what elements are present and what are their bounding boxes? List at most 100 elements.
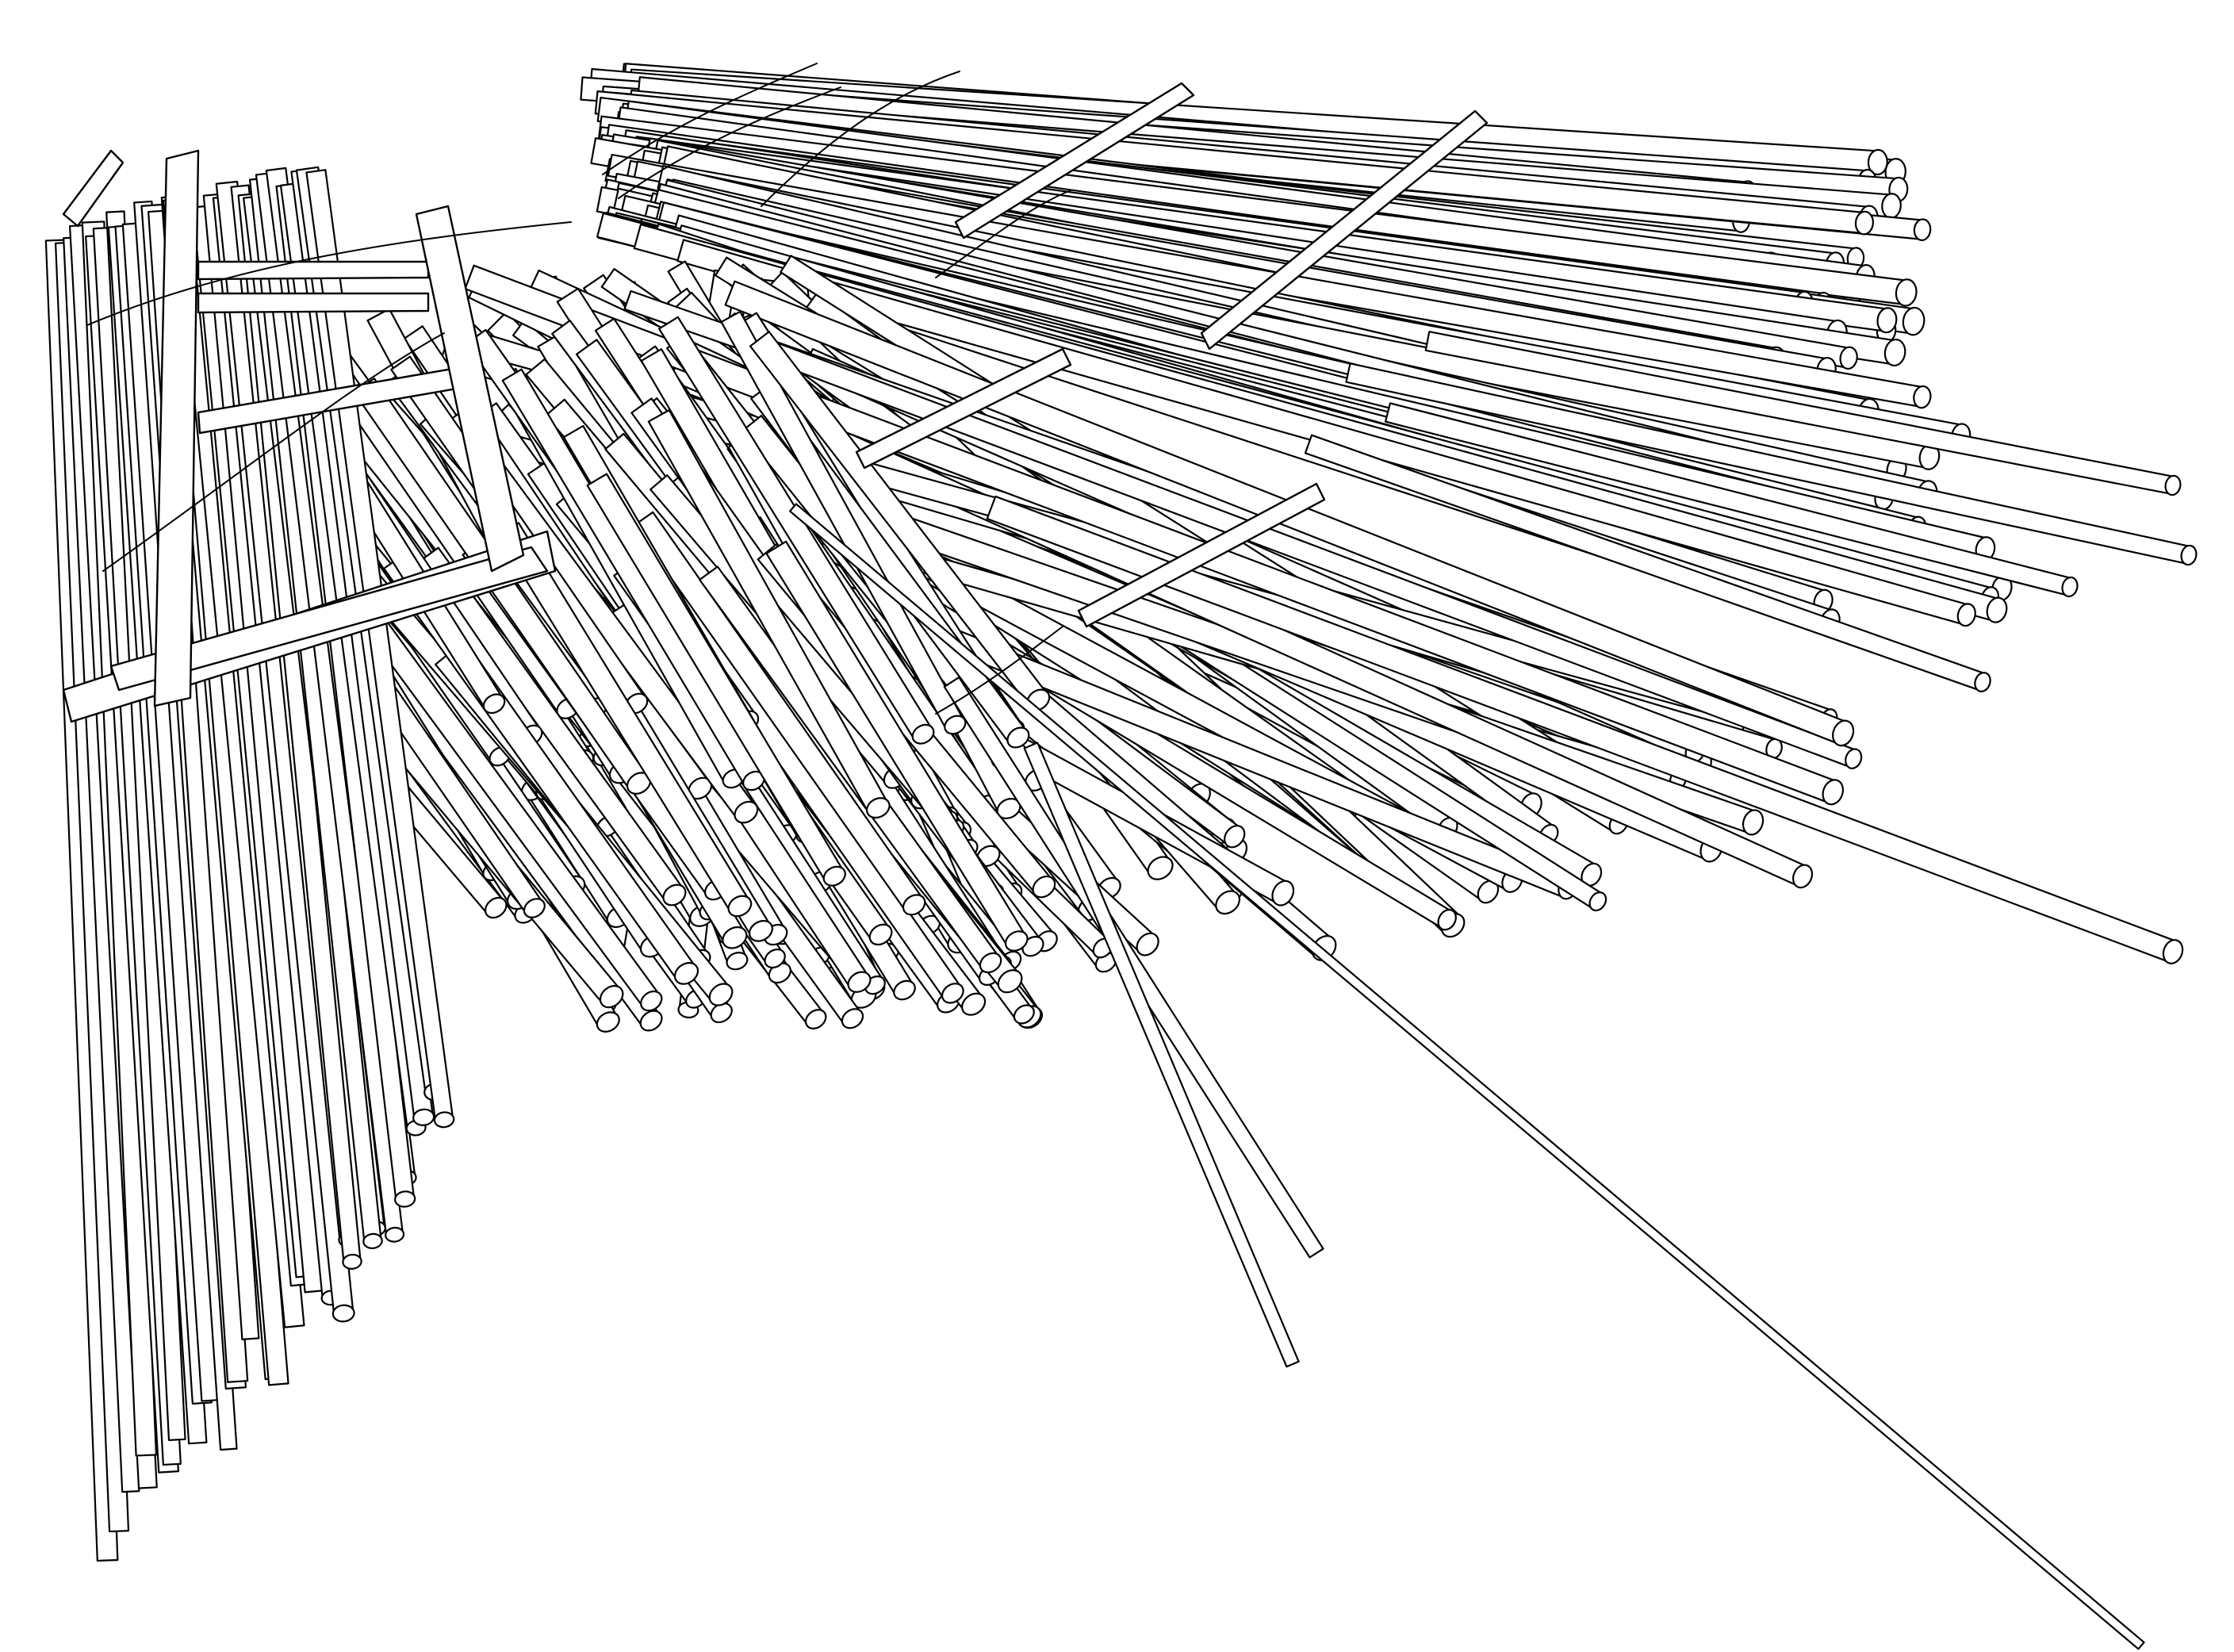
- rear-pole-cap: [1883, 338, 1907, 366]
- middle-end-pole-cap: [659, 880, 689, 909]
- middle-end-pole: [766, 542, 1031, 955]
- middle-end-pole-cap: [976, 949, 1005, 976]
- middle-end-pole: [634, 512, 929, 919]
- middle-pole-cap: [1790, 862, 1816, 891]
- middle-end-pole-cap: [637, 987, 665, 1014]
- middle-end-pole: [750, 332, 1053, 715]
- broken-pole: [945, 677, 1324, 1257]
- wire-tie: [103, 333, 444, 571]
- middle-end-pole-cap: [820, 863, 849, 889]
- front-frame-post: [63, 151, 123, 226]
- rear-bundle-band: [1201, 111, 1487, 349]
- middle-end-pole: [588, 474, 849, 890]
- middle-pole-cap: [1220, 822, 1248, 851]
- middle-end-pole-cap: [637, 1007, 665, 1035]
- front-pole-cap: [343, 1254, 362, 1270]
- rear-straggler-pole-cap: [2179, 544, 2198, 566]
- middle-end-pole-cap: [719, 923, 751, 952]
- front-frame-slat: [111, 547, 547, 690]
- rear-pole-cap: [1984, 596, 2009, 625]
- middle-end-pole-cap: [958, 989, 989, 1019]
- middle-pole-cap: [1212, 887, 1244, 918]
- rear-straggler-pole: [1385, 403, 2079, 598]
- front-pole: [106, 212, 185, 1440]
- rear-pole-cap: [1956, 602, 1978, 628]
- wire-tie: [603, 63, 817, 174]
- rear-straggler-pole-cap: [2164, 474, 2182, 496]
- wire-tie: [936, 627, 1063, 714]
- middle-pole-cap: [1435, 906, 1459, 933]
- binding-straps: [63, 83, 1487, 722]
- front-pole-body: [82, 221, 156, 1455]
- middle-end-pole-cap: [520, 895, 548, 921]
- middle-end-pole-cap: [725, 892, 755, 921]
- long-right-pole: [987, 496, 2186, 966]
- front-pole-body: [106, 212, 185, 1440]
- middle-end-pole-cap: [845, 968, 874, 996]
- wire-tie: [761, 71, 960, 206]
- rear-straggler-pole-cap: [1972, 670, 1993, 693]
- rear-pole-cap: [1855, 211, 1874, 236]
- front-pole-cap: [412, 1108, 435, 1126]
- rear-pole: [677, 240, 1978, 627]
- long-diagonal-pole-body: [790, 504, 2144, 1649]
- long-right-pole-cap: [2160, 937, 2186, 967]
- middle-end-pole-cap: [802, 1006, 830, 1032]
- rear-bundle-band: [956, 83, 1194, 238]
- middle-end-pole-cap: [761, 945, 788, 971]
- rear-straggler-pole-cap: [2060, 576, 2079, 598]
- rear-pole: [596, 91, 1874, 235]
- rear-pole-cap: [1868, 149, 1888, 174]
- middle-end-pole-cap: [1002, 927, 1031, 954]
- middle-end-pole-cap: [1004, 723, 1033, 751]
- broken-pole-body: [1025, 742, 1299, 1366]
- rear-pole-cap: [1914, 219, 1932, 241]
- middle-pole-cap: [1830, 718, 1857, 749]
- middle-end-pole: [659, 317, 937, 748]
- middle-end-pole-cap: [745, 917, 776, 945]
- middle-end-pole-cap: [593, 1008, 623, 1035]
- middle-end-pole-cap: [838, 1005, 866, 1032]
- middle-pole-cap: [724, 950, 749, 972]
- rear-bundle: [581, 63, 2198, 693]
- middle-end-pole: [722, 312, 969, 738]
- middle-end-pole: [649, 410, 893, 822]
- long-diagonal-pole: [790, 504, 2144, 1649]
- front-pole-cap: [332, 1304, 355, 1322]
- middle-end-pole-cap: [899, 891, 929, 918]
- rear-straggler-pole: [1426, 332, 2182, 496]
- rear-pole-cap: [1895, 278, 1918, 307]
- rear-pole-cap: [1838, 346, 1858, 370]
- front-pole-cap: [434, 1111, 455, 1129]
- middle-pole-cap: [1586, 889, 1609, 914]
- middle-pole-cap: [1132, 929, 1163, 959]
- front-pole-cap: [362, 1233, 382, 1249]
- front-pole-cap: [394, 1190, 416, 1208]
- middle-pole-cap: [891, 977, 918, 1003]
- wire-tie: [936, 190, 1071, 278]
- middle-end-pole-cap: [909, 721, 937, 747]
- front-pole-cap: [385, 1227, 404, 1243]
- rear-straggler-pole: [1346, 363, 2198, 566]
- middle-end-pole: [420, 548, 690, 910]
- rear-straggler-pole: [1305, 435, 1993, 694]
- middle-end-pole-cap: [481, 894, 510, 922]
- front-pole: [239, 194, 362, 1270]
- middle-end-pole-cap: [1029, 872, 1059, 902]
- wire-tie: [87, 222, 571, 325]
- middle-end-pole-cap: [596, 982, 627, 1012]
- middle-bundle-band: [1079, 484, 1324, 627]
- wire-tie: [619, 87, 841, 198]
- front-pole: [82, 221, 156, 1455]
- broken-pole-body: [945, 677, 1324, 1257]
- broken-pole: [1025, 742, 1299, 1366]
- middle-pole-cap: [1843, 747, 1864, 771]
- stray-poles: [790, 496, 2186, 1649]
- middle-end-pole-cap: [1010, 1002, 1037, 1027]
- middle-end-pole-cap: [481, 691, 508, 717]
- middle-end-pole-cap: [705, 979, 736, 1010]
- middle-pole-cap: [1819, 777, 1846, 807]
- middle-end-pole-cap: [994, 965, 1026, 996]
- middle-end-pole-cap: [730, 797, 761, 826]
